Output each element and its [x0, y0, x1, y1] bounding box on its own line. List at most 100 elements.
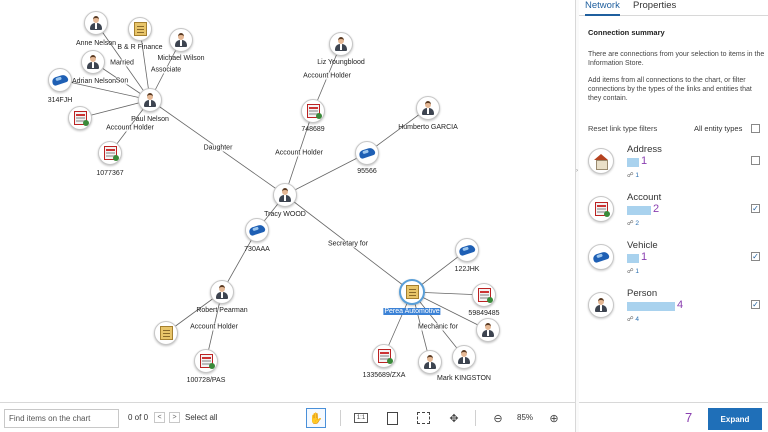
tab-network[interactable]: Network [585, 0, 620, 16]
entity-type-checkbox[interactable]: ✓ [751, 204, 760, 213]
link-count-value: 2 [635, 220, 640, 227]
car-icon [248, 223, 266, 237]
node-label: Tracy WOOD [264, 211, 306, 218]
account-icon [103, 146, 119, 161]
next-result-button[interactable]: > [169, 412, 180, 423]
building-icon [159, 326, 173, 340]
account-node-59849485[interactable] [472, 283, 496, 307]
previous-result-button[interactable]: < [154, 412, 165, 423]
node-label: 1335689/ZXA [362, 372, 406, 379]
entity-count: 4 [677, 299, 684, 311]
account-node-100728[interactable] [194, 349, 218, 373]
vehicle-node-122jhk[interactable] [455, 238, 479, 262]
entity-count-bar [627, 254, 639, 263]
node-label: 1077367 [96, 170, 124, 177]
link-count: ☍ 1 [627, 267, 639, 275]
organization-node[interactable] [154, 321, 178, 345]
entity-type-icon [588, 244, 614, 270]
building-icon [133, 22, 147, 36]
entity-count-bar [627, 206, 651, 215]
node-label: Adrian Nelson [72, 78, 116, 85]
node-label: 122JHK [454, 266, 480, 273]
person-node-michael[interactable] [169, 28, 193, 52]
tab-properties[interactable]: Properties [633, 0, 677, 11]
node-label: 95566 [357, 168, 377, 175]
person-node-paul[interactable] [138, 88, 162, 112]
expand-button[interactable]: Expand [708, 408, 762, 430]
link-count-value: 4 [635, 316, 640, 323]
node-label: Anne Nelson [75, 40, 117, 47]
car-icon [458, 243, 476, 257]
person-icon [334, 36, 348, 52]
actual-size-button[interactable]: 1:1 [351, 408, 371, 428]
center-chart-button[interactable]: ✥ [444, 408, 464, 428]
node-label-selected: Perea Automotive [383, 308, 441, 315]
pan-tool-button[interactable]: ✋ [306, 408, 326, 428]
move-arrows-icon: ✥ [449, 412, 459, 425]
select-all-link[interactable]: Select all [185, 413, 218, 422]
account-icon [377, 349, 393, 364]
fit-chart-button[interactable] [413, 408, 433, 428]
account-icon [73, 111, 89, 126]
entity-count: 2 [653, 203, 660, 215]
total-count: 7 [685, 410, 693, 425]
entity-type-checkbox[interactable]: ✓ [751, 252, 760, 261]
organization-node-perea-selected[interactable] [399, 279, 425, 305]
zoom-out-button[interactable]: ⊖ [488, 408, 508, 428]
panel-splitter[interactable]: › [575, 0, 579, 432]
person-node-anne[interactable] [84, 11, 108, 35]
account-node-1335689[interactable] [372, 344, 396, 368]
reset-link-filters[interactable]: Reset link type filters [588, 124, 658, 133]
person-icon [278, 187, 292, 203]
vehicle-node-95566[interactable] [355, 141, 379, 165]
entity-count-bar [627, 158, 639, 167]
person-icon [215, 284, 229, 300]
all-entity-types-label: All entity types [694, 124, 743, 133]
person-node-robert[interactable] [210, 280, 234, 304]
search-result-count: 0 of 0 [128, 413, 149, 422]
person-node[interactable] [476, 318, 500, 342]
person-icon [423, 354, 437, 370]
person-node-mark[interactable] [452, 345, 476, 369]
person-node-adrian[interactable] [81, 50, 105, 74]
node-label: Mark KINGSTON [437, 375, 491, 382]
node-label: Humberto GARCIA [398, 124, 458, 131]
person-icon [594, 297, 608, 313]
fit-height-icon [386, 411, 398, 425]
entity-type-checkbox[interactable]: ✓ [751, 300, 760, 309]
account-icon [306, 104, 322, 119]
vehicle-node-730aaa[interactable] [245, 218, 269, 242]
person-node[interactable] [418, 350, 442, 374]
toolbar-divider [475, 410, 476, 426]
node-label: 748689 [301, 126, 325, 133]
node-label: Michael Wilson [157, 55, 205, 62]
entity-type-icon [588, 148, 614, 174]
person-node-liz[interactable] [329, 32, 353, 56]
vehicle-node-314fjh[interactable] [48, 68, 72, 92]
all-entity-types-checkbox[interactable] [751, 124, 760, 133]
fit-height-button[interactable] [382, 408, 402, 428]
account-node[interactable] [68, 106, 92, 130]
entity-type-checkbox[interactable] [751, 156, 760, 165]
zoom-in-button[interactable]: ⊕ [544, 408, 564, 428]
organization-node-bnr[interactable] [128, 17, 152, 41]
entity-count: 1 [641, 251, 648, 263]
network-chart[interactable]: Married Son Associate Account Holder Dau… [0, 0, 575, 402]
account-node-748689[interactable] [301, 99, 325, 123]
link-icon: ☍ [627, 268, 636, 275]
find-items-input[interactable] [4, 409, 119, 428]
person-node-humberto[interactable] [416, 96, 440, 120]
link-count: ☍ 2 [627, 219, 639, 227]
account-node-1077367[interactable] [98, 141, 122, 165]
node-label: Paul Nelson [131, 116, 169, 123]
link-icon: ☍ [627, 220, 636, 227]
person-node-tracy[interactable] [273, 183, 297, 207]
panel-footer: 7 Expand [579, 402, 768, 432]
account-icon [594, 202, 610, 217]
edge-label-son: Son [115, 77, 129, 85]
edge-label-mechanic-for: Mechanic for [417, 323, 459, 331]
